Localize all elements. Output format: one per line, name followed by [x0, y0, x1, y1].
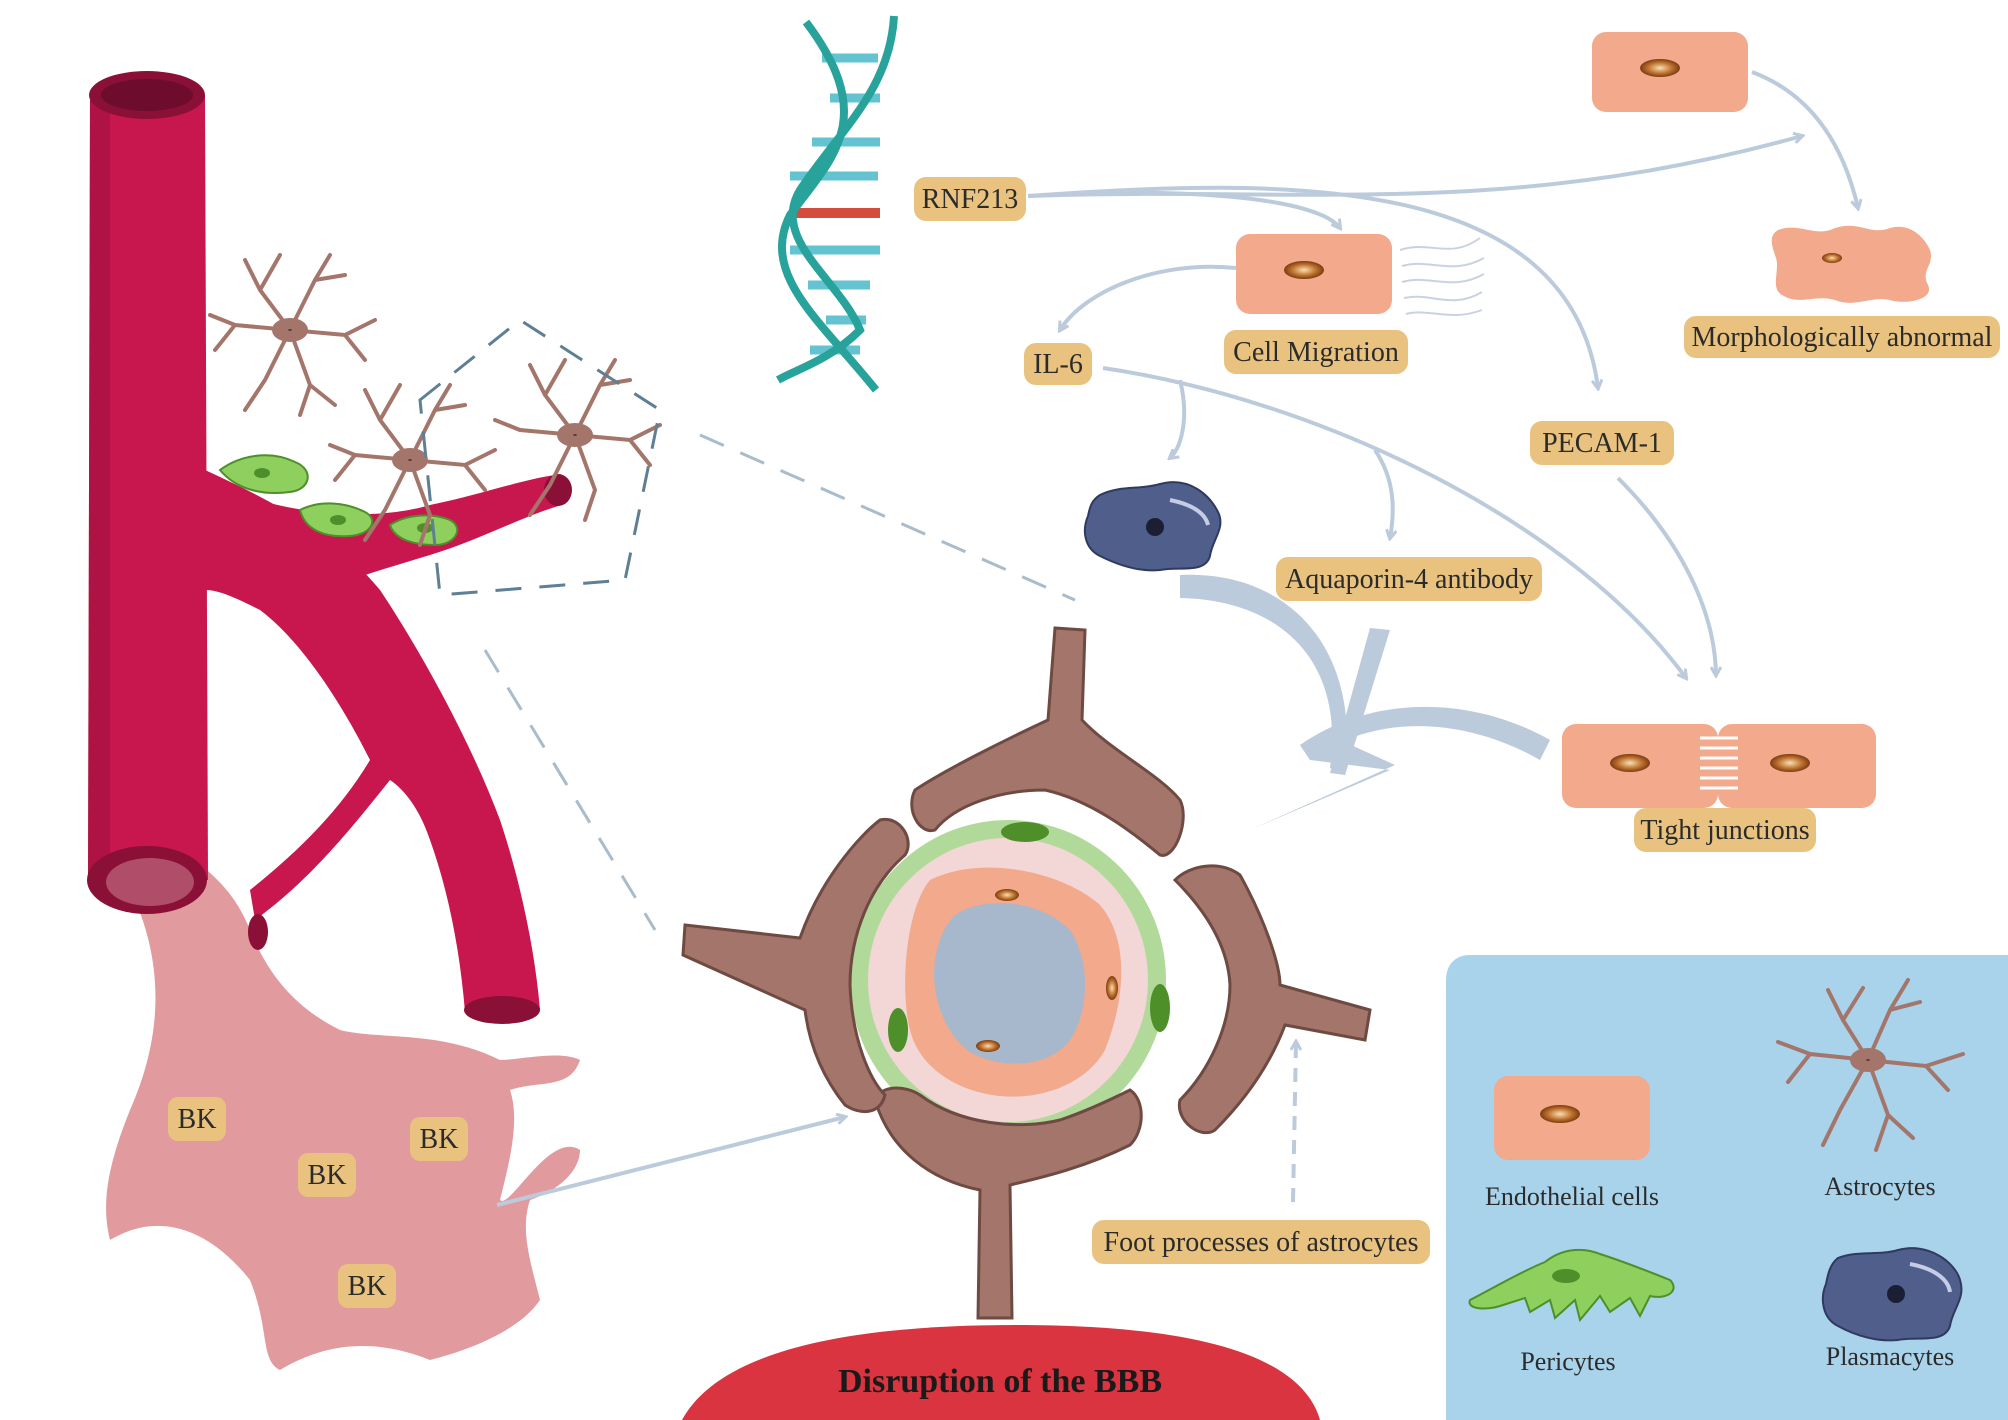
bbb-title: Disruption of the BBB — [682, 1325, 1320, 1420]
label-rnf213: RNF213 — [914, 177, 1026, 221]
label-morph-abnormal: Morphologically abnormal — [1684, 316, 2000, 358]
bk-label-3: BK — [298, 1153, 356, 1197]
svg-text:Aquaporin-4 antibody: Aquaporin-4 antibody — [1285, 564, 1533, 595]
svg-text:PECAM-1: PECAM-1 — [1542, 428, 1662, 459]
svg-text:BK: BK — [308, 1160, 347, 1191]
svg-text:Foot processes of astrocytes: Foot processes of astrocytes — [1104, 1227, 1419, 1258]
svg-text:Cell Migration: Cell Migration — [1233, 337, 1399, 368]
dna-helix — [775, 15, 898, 393]
legend-pericytes-label: Pericytes — [1520, 1347, 1615, 1376]
label-pecam1: PECAM-1 — [1530, 421, 1674, 465]
label-il6: IL-6 — [1024, 343, 1092, 385]
legend-endothelial-label: Endothelial cells — [1485, 1182, 1659, 1211]
svg-text:IL-6: IL-6 — [1033, 349, 1083, 380]
bk-label-2: BK — [410, 1117, 468, 1161]
legend-astrocyte-icon — [1776, 978, 1965, 1152]
legend-astrocytes-label: Astrocytes — [1824, 1172, 1935, 1201]
endothelial-top-right — [1592, 32, 1748, 112]
legend-plasmacytes-label: Plasmacytes — [1826, 1342, 1955, 1371]
svg-text:BK: BK — [420, 1124, 459, 1155]
morph-abnormal-cell — [1771, 225, 1932, 303]
blood-vessel — [87, 71, 572, 1024]
bk-region — [106, 860, 580, 1370]
legend-panel: Endothelial cells Astrocytes Pericytes P… — [1446, 955, 2008, 1420]
label-tight-junctions: Tight junctions — [1634, 808, 1816, 852]
tight-junction-cells — [1562, 724, 1876, 808]
legend-plasmacyte-icon — [1821, 1247, 1963, 1342]
bk-label-1: BK — [168, 1097, 226, 1141]
pathway-arrows — [496, 70, 1858, 1207]
plasmacyte-cell — [1083, 481, 1222, 572]
label-aquaporin: Aquaporin-4 antibody — [1276, 557, 1542, 601]
label-cell-migration: Cell Migration — [1224, 330, 1408, 374]
migration-cell — [1236, 234, 1485, 317]
svg-text:Disruption of the BBB: Disruption of the BBB — [838, 1363, 1162, 1400]
bbb-cross-section — [681, 626, 1372, 1320]
zoom-outline — [418, 318, 1076, 931]
thick-arrows — [1180, 574, 1550, 830]
label-foot-processes: Foot processes of astrocytes — [1092, 1220, 1430, 1264]
svg-text:RNF213: RNF213 — [922, 184, 1018, 215]
vessel-astrocytes — [208, 253, 662, 547]
bk-label-4: BK — [338, 1264, 396, 1308]
svg-text:Morphologically abnormal: Morphologically abnormal — [1692, 322, 1993, 353]
svg-text:BK: BK — [178, 1104, 217, 1135]
svg-text:BK: BK — [348, 1271, 387, 1302]
svg-text:Tight junctions: Tight junctions — [1640, 815, 1809, 846]
legend-endothelial-icon — [1494, 1076, 1650, 1160]
legend-pericyte-icon — [1468, 1248, 1675, 1323]
